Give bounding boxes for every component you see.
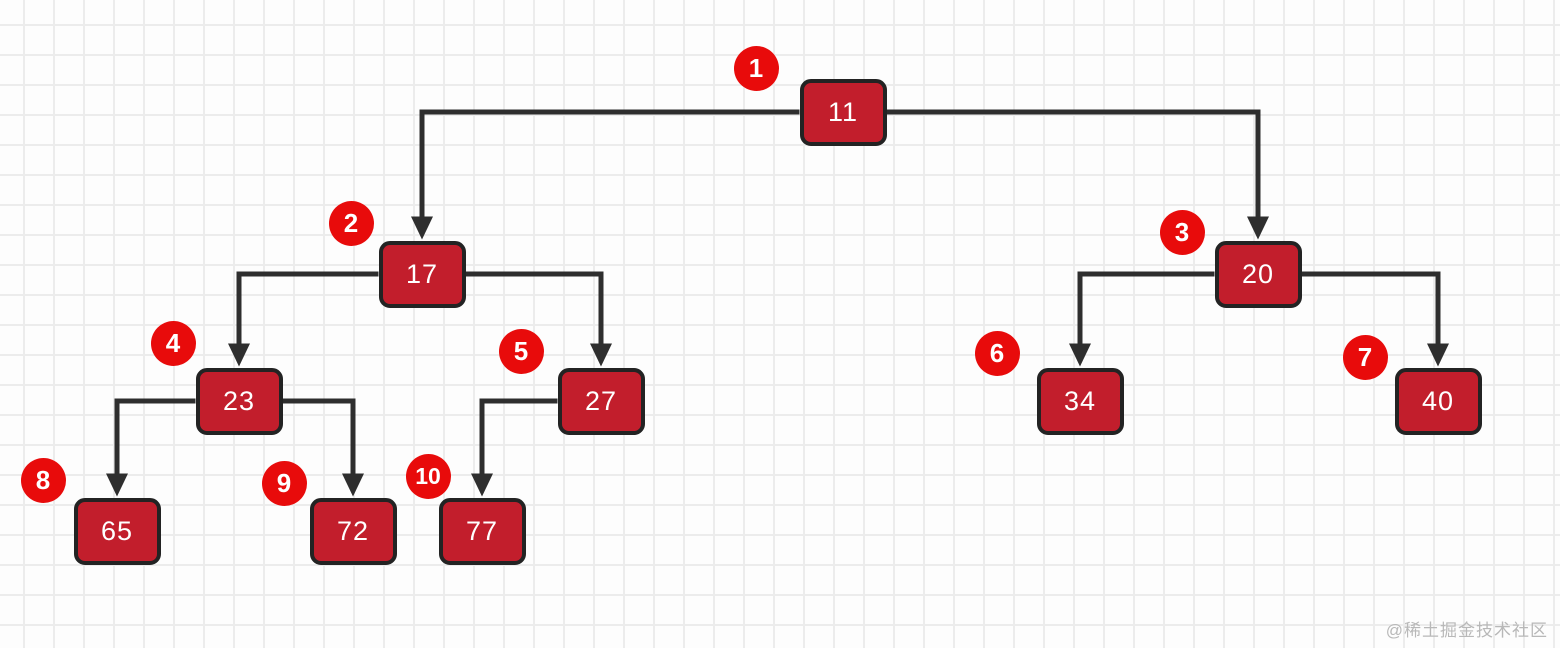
order-badge-2: 2 [328, 200, 374, 246]
order-badge-10: 10 [405, 453, 451, 499]
tree-node-value: 72 [336, 515, 370, 546]
order-badge-6: 6 [974, 330, 1020, 376]
tree-node-34: 34 [1036, 367, 1124, 435]
tree-node-value: 27 [584, 385, 618, 416]
tree-node-27: 27 [557, 367, 645, 435]
tree-connector [1077, 271, 1215, 349]
arrow-head-icon [106, 473, 128, 497]
arrow-head-icon [342, 473, 364, 497]
order-badge-number: 2 [343, 208, 359, 238]
tree-node-value: 34 [1063, 385, 1097, 416]
tree-connector [886, 109, 1261, 222]
tree-connector [419, 109, 800, 222]
order-badge-9: 9 [261, 460, 307, 506]
tree-node-value: 65 [100, 515, 134, 546]
tree-node-65: 65 [73, 497, 161, 565]
order-badge-number: 10 [415, 462, 441, 489]
tree-node-value: 23 [222, 385, 256, 416]
order-badge-3: 3 [1159, 209, 1205, 255]
tree-node-11: 11 [799, 78, 887, 146]
order-badge-7: 7 [1342, 334, 1388, 380]
order-badge-8: 8 [20, 457, 66, 503]
tree-node-20: 20 [1214, 240, 1302, 308]
order-badge-number: 8 [35, 465, 51, 495]
arrow-head-icon [411, 216, 433, 240]
arrow-head-icon [228, 343, 250, 367]
order-badge-number: 3 [1174, 217, 1190, 247]
tree-node-value: 20 [1241, 258, 1275, 289]
tree-node-value: 40 [1421, 385, 1455, 416]
order-badge-5: 5 [498, 328, 544, 374]
arrow-head-icon [1427, 343, 1449, 367]
arrow-head-icon [471, 473, 493, 497]
tree-connector [114, 398, 196, 479]
order-badge-4: 4 [150, 320, 196, 366]
order-badge-number: 7 [1357, 342, 1373, 372]
arrow-head-icon [590, 343, 612, 367]
order-badge-number: 1 [748, 53, 764, 83]
tree-node-77: 77 [438, 497, 526, 565]
tree-node-23: 23 [195, 367, 283, 435]
order-badge-number: 5 [513, 336, 529, 366]
arrow-head-icon [1247, 216, 1269, 240]
tree-node-value: 11 [827, 96, 859, 127]
order-badge-number: 9 [276, 468, 292, 498]
tree-connector [479, 398, 558, 479]
order-badge-1: 1 [733, 45, 779, 91]
watermark: @稀土掘金技术社区 [1385, 621, 1548, 640]
order-badge-number: 6 [989, 338, 1005, 368]
tree-node-40: 40 [1394, 367, 1482, 435]
tree-node-value: 77 [465, 515, 499, 546]
tree-node-17: 17 [378, 240, 466, 308]
tree-connector [236, 271, 379, 349]
order-badge-number: 4 [165, 328, 181, 358]
tree-node-value: 17 [405, 258, 439, 289]
arrow-head-icon [1069, 343, 1091, 367]
tree-node-72: 72 [309, 497, 397, 565]
